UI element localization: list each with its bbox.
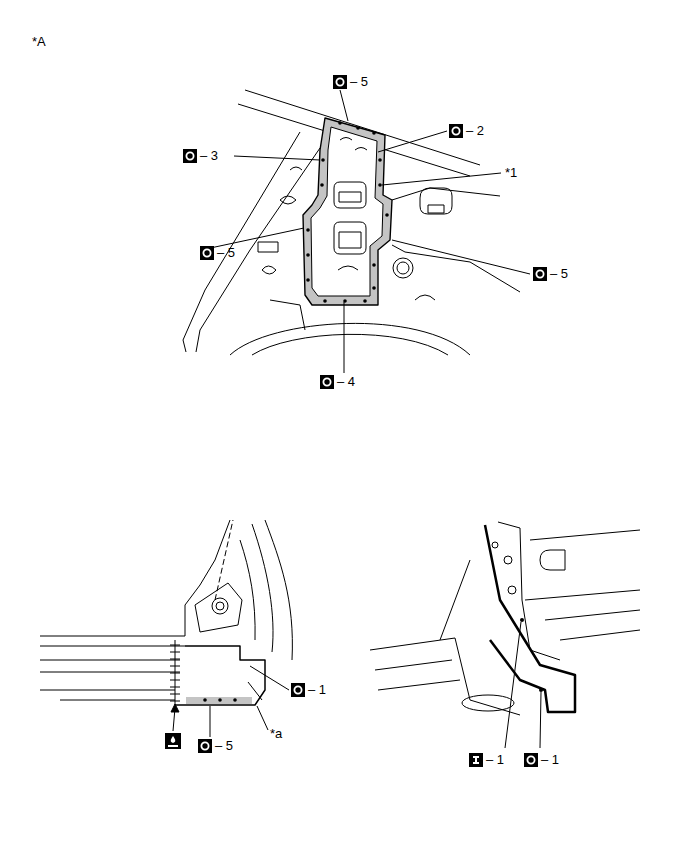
weld-symbol [320, 375, 334, 389]
callout-number: – 3 [200, 148, 218, 164]
sealer-symbol [165, 733, 181, 749]
callout-number: – 2 [466, 123, 484, 139]
lower-right-view [370, 522, 640, 748]
callout-number: – 1 [486, 752, 504, 768]
callout-number: – 5 [550, 266, 568, 282]
lower-left-view [40, 520, 292, 737]
upper-view [183, 90, 530, 373]
icon-layer [183, 75, 547, 767]
callout-number: – 1 [541, 752, 559, 768]
insert-symbol [469, 753, 483, 767]
callout-number: – 5 [217, 245, 235, 261]
callout-number: – 4 [337, 374, 355, 390]
callout-number: – 5 [350, 74, 368, 90]
weld-symbol [524, 753, 538, 767]
reference-mark: *1 [505, 165, 517, 181]
weld-symbol [198, 739, 212, 753]
callout-number: – 5 [215, 738, 233, 754]
callout-number: – 1 [308, 682, 326, 698]
weld-symbol [291, 683, 305, 697]
weld-symbol [200, 246, 214, 260]
view-mark: *A [32, 34, 46, 50]
weld-symbol [183, 149, 197, 163]
weld-symbol [533, 267, 547, 281]
reference-mark: *a [270, 726, 282, 742]
weld-symbol [333, 75, 347, 89]
weld-symbol [449, 124, 463, 138]
